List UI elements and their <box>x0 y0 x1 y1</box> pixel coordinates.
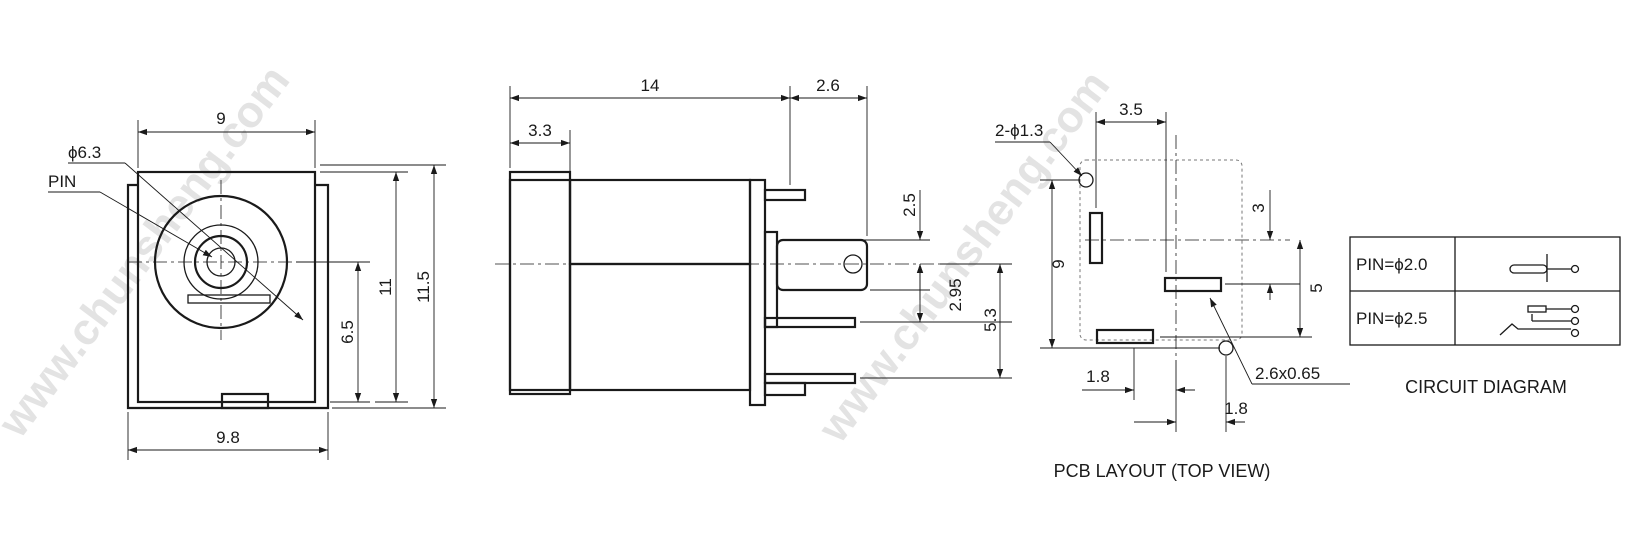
pcb-slot-left <box>1088 211 1104 265</box>
side-bottom-pin <box>763 372 857 385</box>
dim-pcb-top-offset: 3.5 <box>1119 100 1143 119</box>
dim-side-pin-bottom: 5.3 <box>981 308 1000 332</box>
leader-pin <box>99 191 213 258</box>
dim-side-front-collar: 3.3 <box>528 121 552 140</box>
front-flange-right <box>315 183 330 410</box>
circuit-row1-label: PIN=ϕ2.0 <box>1356 255 1427 274</box>
side-pin-hole <box>843 254 863 274</box>
pcb-slot-bottom <box>1095 328 1155 345</box>
side-rear-wall <box>748 178 767 407</box>
dim-side-pin-spacing: 2.95 <box>946 278 965 311</box>
dim-front-bore: ϕ6.3 <box>68 143 101 162</box>
dim-front-width-bottom: 9.8 <box>216 428 240 447</box>
dim-side-pin-top: 2.5 <box>900 193 919 217</box>
pcb-layout-caption: PCB LAYOUT (TOP VIEW) <box>1054 461 1271 481</box>
dim-pcb-right-offset: 1.8 <box>1224 399 1248 418</box>
watermark-text-left: www.chunsheng.com <box>0 57 299 447</box>
front-view: 9 ϕ6.3 PIN 6.5 11 11.5 9.8 <box>48 109 446 460</box>
circuit-symbol-pin-2-5 <box>1499 304 1580 338</box>
pcb-mount-hole-bottom <box>1218 340 1234 356</box>
dim-pcb-overall-vertical: 9 <box>1049 259 1068 268</box>
front-body-outline <box>136 170 317 404</box>
circuit-caption: CIRCUIT DIAGRAM <box>1405 377 1567 397</box>
pcb-layout: 2-ϕ1.3 3.5 3 5 9 1.8 1.8 2.6x0 <box>995 100 1350 481</box>
dim-side-body-length: 14 <box>641 76 660 95</box>
front-bottom-notch <box>220 392 270 410</box>
pcb-slot-middle <box>1163 276 1223 293</box>
side-view: 14 2.6 3.3 2.5 2.95 5.3 <box>495 76 1012 407</box>
circuit-row2-label: PIN=ϕ2.5 <box>1356 309 1427 328</box>
dim-pcb-left-offset: 1.8 <box>1086 367 1110 386</box>
dim-front-width-top: 9 <box>216 109 225 128</box>
side-upper-body <box>568 178 752 266</box>
dim-side-pin-extension: 2.6 <box>816 76 840 95</box>
dim-front-total-height: 11.5 <box>414 271 433 303</box>
side-pin-tab <box>775 238 869 292</box>
dim-pcb-slot-top: 3 <box>1249 203 1268 212</box>
circuit-diagram: PIN=ϕ2.0 PIN=ϕ2.5 CIRCUIT DIAGRAM <box>1349 236 1621 397</box>
dim-front-center-height: 6.5 <box>338 320 357 344</box>
pcb-outline <box>1079 159 1243 341</box>
dim-front-inner-height: 11 <box>376 278 395 296</box>
dim-pcb-slot-vertical: 5 <box>1307 283 1326 292</box>
circuit-symbol-pin-2-0 <box>1509 254 1580 282</box>
side-front-collar <box>508 170 572 396</box>
watermark-text-right: www.chunsheng.com <box>808 62 1119 452</box>
side-top-lug <box>763 188 807 202</box>
leader-bore-diameter <box>124 162 304 321</box>
front-contact-spring <box>187 294 271 304</box>
watermark: www.chunsheng.com www.chunsheng.com <box>0 57 1119 452</box>
label-pin: PIN <box>48 172 76 191</box>
side-middle-pin <box>763 316 857 329</box>
dim-pcb-mount-hole: 2-ϕ1.3 <box>995 121 1043 140</box>
dim-pcb-slot-size: 2.6x0.65 <box>1255 364 1320 383</box>
